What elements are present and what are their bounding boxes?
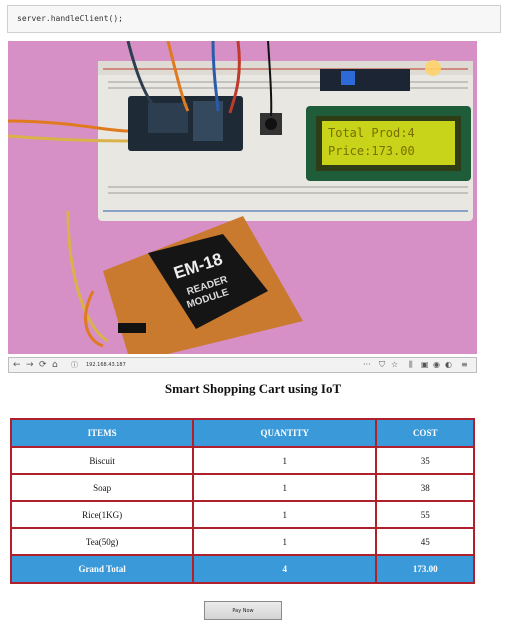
menu-icon[interactable]: ≡ xyxy=(461,360,468,369)
forward-icon[interactable]: → xyxy=(26,360,34,370)
bookmark-star-icon[interactable]: ☆ xyxy=(391,360,399,369)
cell-item: Rice(1KG) xyxy=(9,500,195,529)
cell-cost: 35 xyxy=(375,446,475,475)
header-cost: COST xyxy=(375,418,475,448)
header-quantity: QUANTITY xyxy=(192,418,378,448)
table-row: Tea(50g) 1 45 xyxy=(9,527,475,556)
hardware-photo: Total Prod:4 Price:173.00 EM-18 READER M… xyxy=(8,41,477,354)
pay-now-button[interactable]: Pay Now xyxy=(204,601,282,620)
browser-toolbar: ← → ⟳ ⌂ ⓘ 192.168.43.187 ··· ⛉ ☆ ⫼ ▣ ◉ ◐… xyxy=(8,357,477,373)
hardware-illustration: Total Prod:4 Price:173.00 EM-18 READER M… xyxy=(8,41,473,354)
lcd-line-1: Total Prod:4 xyxy=(328,126,415,140)
cell-cost: 38 xyxy=(375,473,475,502)
cell-cost: 55 xyxy=(375,500,475,529)
table-row: Soap 1 38 xyxy=(9,473,475,502)
account-icon[interactable]: ◉ xyxy=(433,360,440,369)
home-icon[interactable]: ⌂ xyxy=(52,360,58,370)
lcd-line-2: Price:173.00 xyxy=(328,144,415,158)
cell-qty: 1 xyxy=(192,527,378,556)
cell-item: Soap xyxy=(9,473,195,502)
info-icon[interactable]: ⓘ xyxy=(71,361,78,369)
cell-cost: 45 xyxy=(375,527,475,556)
sidebar-icon[interactable]: ▣ xyxy=(421,360,429,369)
cell-qty: 1 xyxy=(192,500,378,529)
code-block: server.handleClient(); xyxy=(7,5,501,33)
cell-qty: 1 xyxy=(192,446,378,475)
code-snippet: server.handleClient(); xyxy=(17,14,123,23)
pocket-icon[interactable]: ⛉ xyxy=(379,360,385,369)
back-icon[interactable]: ← xyxy=(13,360,21,370)
cart-table: ITEMS QUANTITY COST Biscuit 1 35 Soap 1 … xyxy=(9,418,475,584)
cell-item: Biscuit xyxy=(9,446,195,475)
grand-total-label: Grand Total xyxy=(9,554,195,584)
address-bar[interactable]: 192.168.43.187 xyxy=(86,362,126,368)
table-row: Rice(1KG) 1 55 xyxy=(9,500,475,529)
header-items: ITEMS xyxy=(9,418,195,448)
table-row: Biscuit 1 35 xyxy=(9,446,475,475)
cell-qty: 1 xyxy=(192,473,378,502)
page-title: Smart Shopping Cart using IoT xyxy=(164,381,342,396)
grand-total-qty: 4 xyxy=(192,554,378,584)
grand-total-cost: 173.00 xyxy=(375,554,475,584)
more-icon[interactable]: ··· xyxy=(363,360,371,369)
library-icon[interactable]: ⫼ xyxy=(409,360,413,369)
extension-icon[interactable]: ◐ xyxy=(445,360,452,369)
reload-icon[interactable]: ⟳ xyxy=(39,360,47,370)
grand-total-row: Grand Total 4 173.00 xyxy=(9,554,475,584)
table-header-row: ITEMS QUANTITY COST xyxy=(9,418,475,448)
cell-item: Tea(50g) xyxy=(9,527,195,556)
